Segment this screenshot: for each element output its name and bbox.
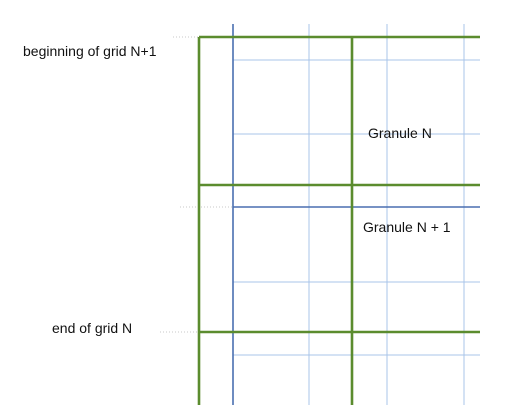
label-granule-n-plus-1: Granule N + 1 — [363, 219, 451, 235]
label-beginning-of-grid: beginning of grid N+1 — [23, 43, 157, 59]
label-granule-n: Granule N — [368, 125, 432, 141]
guide-lines — [160, 36, 233, 333]
granule-minor-grid — [233, 24, 480, 405]
label-end-of-grid: end of grid N — [52, 320, 133, 336]
granule-major-grid — [232, 24, 480, 405]
grid-n-plus-1-lines — [197, 35, 480, 405]
